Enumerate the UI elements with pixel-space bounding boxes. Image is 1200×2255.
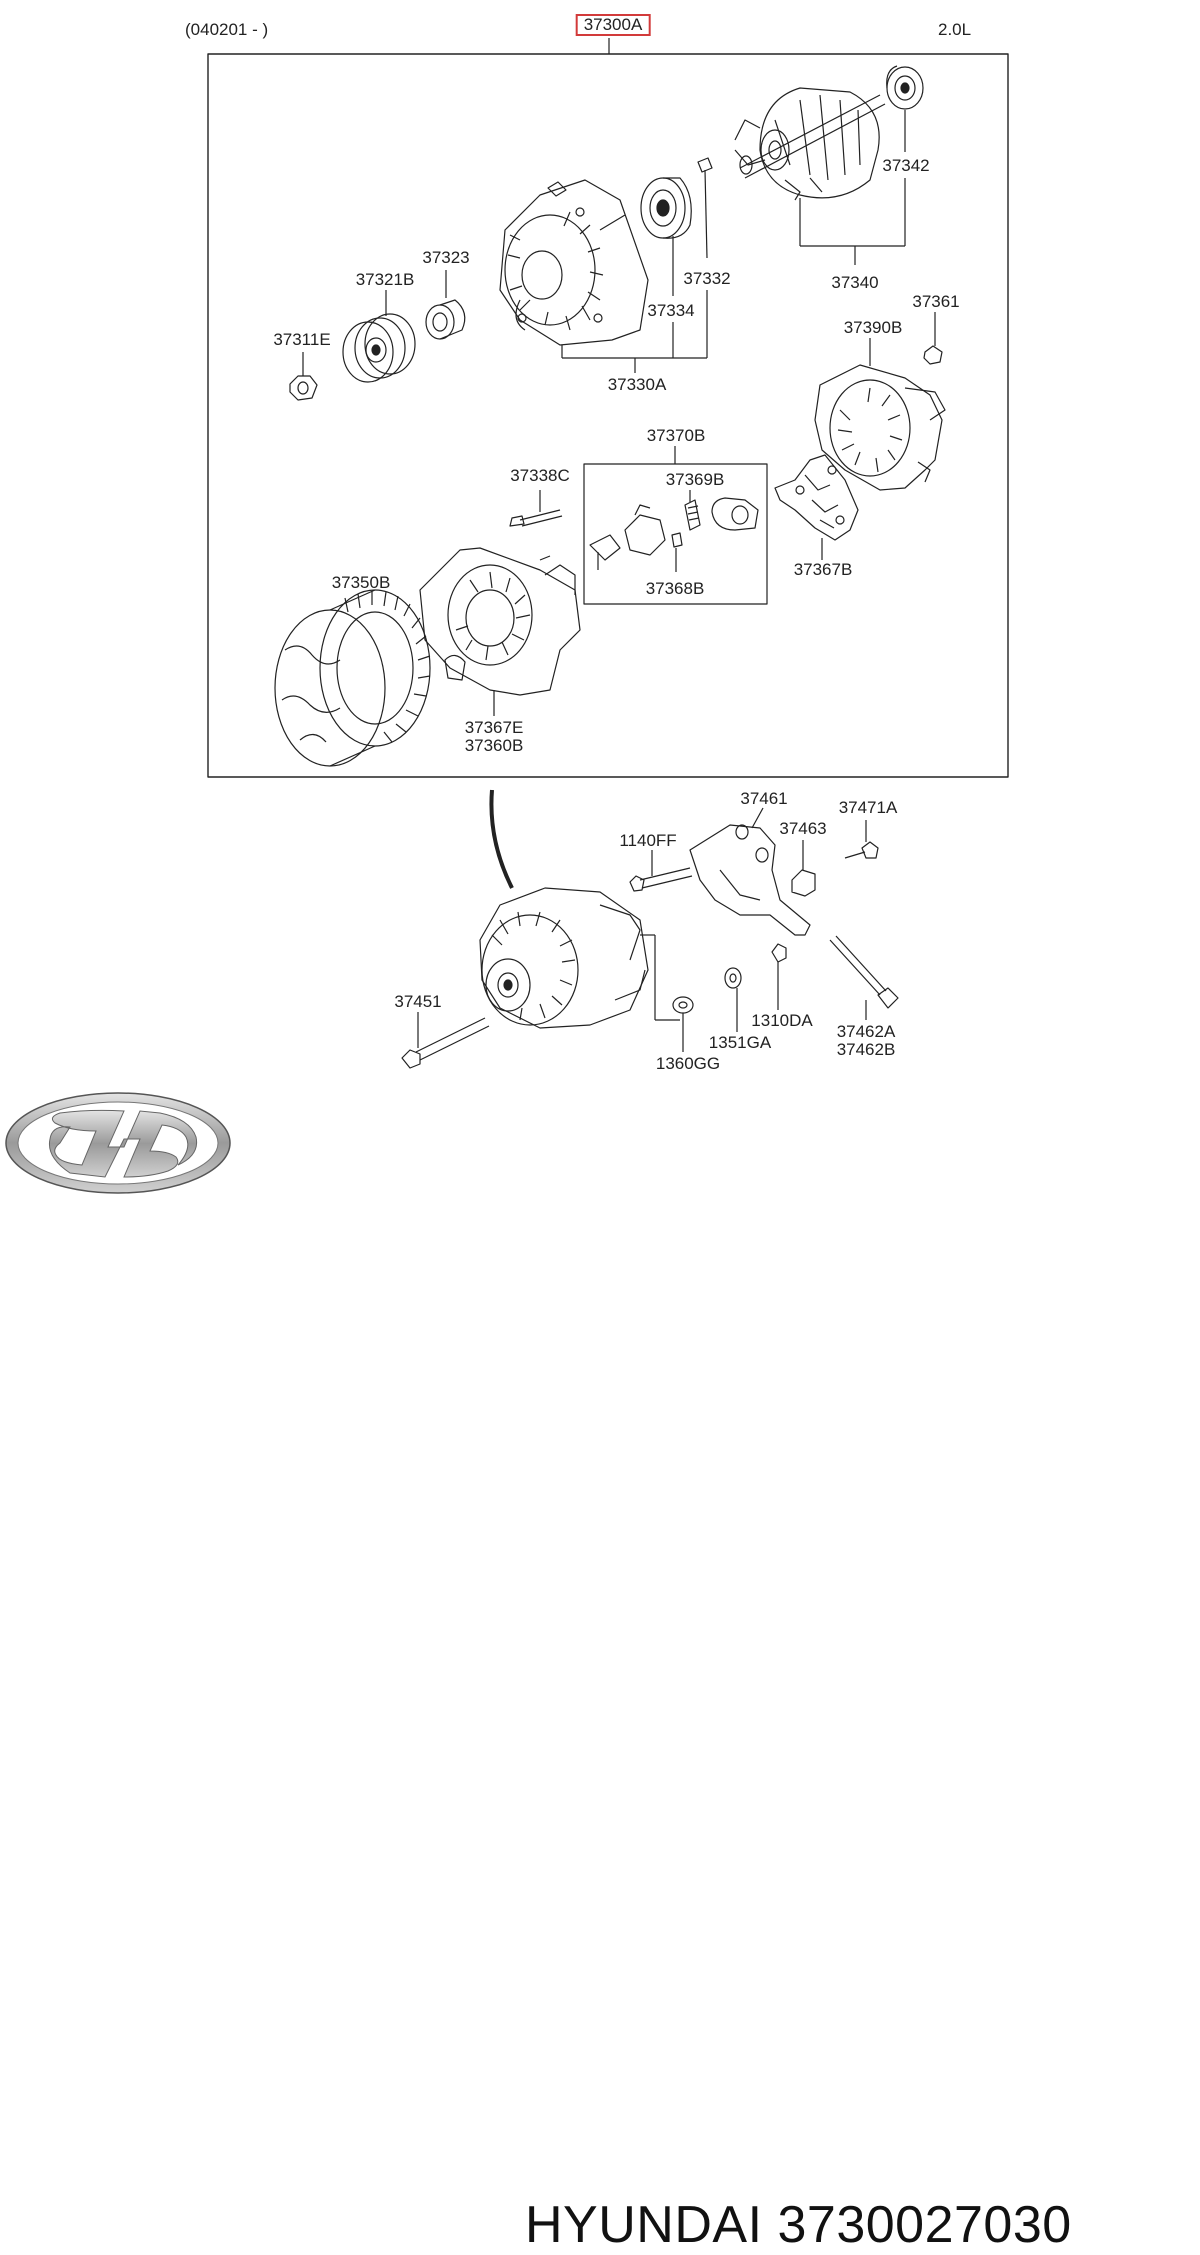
nut-37361 [923,312,943,365]
part-37332-label: 37332 [683,269,731,288]
stator-drawing [274,589,431,767]
assembly-arrow [489,789,514,889]
part-37462a-label: 37462A [836,1022,896,1041]
bearing-37334 [640,177,692,239]
bolt-37451 [401,1012,490,1069]
part-37321b-label: 37321B [355,270,415,289]
rotor-drawing [734,87,886,201]
part-37463-label: 37463 [779,819,827,838]
bolt-37471a [844,820,879,859]
part-37367e-label: 37367E [464,718,524,737]
part-number: 3730027030 [777,2196,1072,2254]
part-1351ga-label: 1351GA [708,1033,772,1052]
assembly-frame [207,53,1009,778]
spacer-37323 [425,270,466,340]
part-37369b-label: 37369B [665,470,725,489]
part-37471a-label: 37471A [838,798,898,817]
bracket-37461 [689,807,811,936]
brush-holder-drawing [589,490,759,572]
part-37360b-label: 37360B [464,736,524,755]
rectifier-drawing [774,454,859,560]
bolt-1140ff [629,850,693,892]
washer-1360gg [672,996,694,1052]
rotor-leaders [799,110,906,265]
front-housing-drawing [499,179,649,346]
part-1310da-label: 1310DA [751,1011,813,1030]
spacer-37463 [791,840,816,897]
screw-37332 [697,157,713,259]
part-37342-label: 37342 [882,156,930,175]
part-37370b-label: 37370B [646,426,706,445]
part-37330a-label: 37330A [607,375,667,394]
part-37350b-label: 37350B [331,573,391,592]
engine-label: 2.0L [938,20,972,39]
part-37451-label: 37451 [394,992,442,1011]
bolt-37338c [509,490,563,527]
brand-part-number: HYUNDAI 3730027030 [525,2195,1072,2255]
nut-1310da [771,943,787,1010]
rear-housing-labels: 37367E 37360B [465,719,524,755]
hyundai-logo [5,1092,231,1194]
part-37361-label: 37361 [912,292,960,311]
front-housing-leaders [561,236,708,373]
part-37462b-label: 37462B [836,1040,896,1059]
part-37368b-label: 37368B [645,579,705,598]
washer-1351ga [724,967,742,1032]
part-37323-label: 37323 [422,248,470,267]
brand-name: HYUNDAI [525,2196,763,2254]
bolt-37462a [829,935,899,1020]
part-37334-label: 37334 [647,301,695,320]
date-range-label: (040201 - ) [185,20,269,39]
part-37367b-label: 37367B [793,560,853,579]
rear-housing-drawing [419,547,581,696]
part-37390b-label: 37390B [843,318,903,337]
part-37340-label: 37340 [831,273,879,292]
part-1360gg-label: 1360GG [655,1054,721,1073]
parts-diagram: (040201 - ) 37300A 2.0L 37342 37340 3732… [185,14,1009,1073]
installed-alternator-drawing [479,887,680,1029]
assembly-number-label: 37300A [575,14,651,36]
bolt-37462-labels: 37462A 37462B [837,1023,896,1059]
diagram-drawing [207,38,1009,1069]
nut-37311e [289,352,318,401]
bearing-37342 [886,65,924,110]
footer: HYUNDAI 3730027030 [0,1085,1200,2254]
part-37311e-label: 37311E [273,330,331,349]
part-1140ff-label: 1140FF [619,831,677,850]
part-37461-label: 37461 [740,789,788,808]
rear-cover-drawing [814,364,946,491]
part-37338c-label: 37338C [510,466,570,485]
pulley-37321b [342,290,416,383]
